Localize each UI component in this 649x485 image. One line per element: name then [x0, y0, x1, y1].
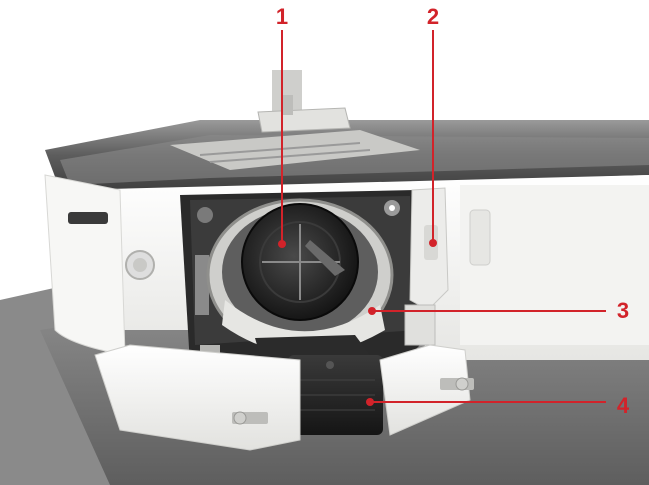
leader-dot-2	[429, 239, 437, 247]
presser-foot	[257, 70, 351, 133]
callout-lines	[278, 30, 606, 406]
callout-label-4: 4	[616, 393, 630, 418]
leader-dot-3	[368, 307, 376, 315]
bobbin-case	[241, 203, 359, 321]
leader-dot-1	[278, 240, 286, 248]
open-cover	[94, 344, 474, 451]
callout-label-1: 1	[275, 4, 289, 29]
callout-label-3: 3	[616, 298, 630, 323]
callout-label-2: 2	[426, 4, 440, 29]
leader-dot-4	[366, 398, 374, 406]
free-arm-block	[255, 335, 383, 435]
machine-top-rail	[45, 120, 649, 190]
